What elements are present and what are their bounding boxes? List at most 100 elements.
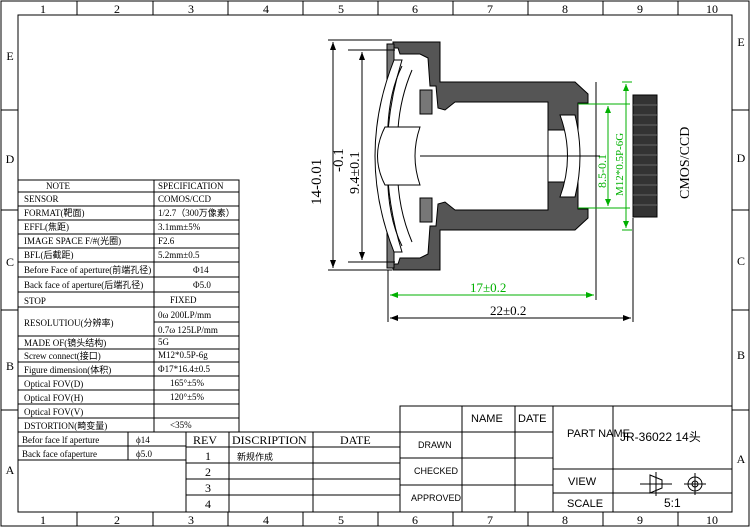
spacer-lower xyxy=(419,197,433,223)
row-label-left-E: E xyxy=(6,49,13,63)
sensor-label: CMOS/CCD xyxy=(678,127,693,199)
col-label-5: 5 xyxy=(338,2,344,16)
row-label-right-D: D xyxy=(737,151,746,165)
spec-header-spec: SPECIFICATION xyxy=(158,181,224,191)
date-header: DATE xyxy=(340,433,371,447)
aperture-note-0: Befor face lf aperture xyxy=(22,435,99,445)
spec-val-2: 3.1mm±5% xyxy=(158,222,201,232)
title-part-name-label: PART NAME xyxy=(567,428,630,440)
col-label-bottom-10: 10 xyxy=(706,513,718,527)
spec-val-12: 165°±5% xyxy=(170,378,205,388)
dim-thread: M12*0.5P-6G xyxy=(614,133,626,196)
spec-table xyxy=(17,179,240,433)
spec-header-note: NOTE xyxy=(46,181,70,191)
spec-note-12: Optical FOV(D) xyxy=(24,379,83,389)
dim-length-17: 17±0.2 xyxy=(470,280,506,295)
row-label-left-A: A xyxy=(6,463,15,477)
spec-note-7: STOP xyxy=(24,296,46,306)
row-label-left-D: D xyxy=(6,152,15,166)
projection-symbol-icon xyxy=(640,472,706,496)
spec-val-3: F2.6 xyxy=(158,236,175,246)
desc-header: DISCRIPTION xyxy=(232,433,307,447)
col-label-3: 3 xyxy=(188,2,194,16)
spec-note-11: Figure dimension(体积) xyxy=(24,364,111,375)
col-label-9: 9 xyxy=(637,2,643,16)
dim-front-dia: 9.4±0.1 xyxy=(348,151,363,194)
lens-barrel-lower xyxy=(392,181,589,271)
dim-total-height: 14-0.01 xyxy=(309,159,325,205)
rev-4: 4 xyxy=(205,497,211,511)
spec-note-5: Before Face of aperture(前端孔径) xyxy=(24,264,151,275)
title-checked: CHECKED xyxy=(414,466,459,476)
spec-val-5: Φ14 xyxy=(193,265,209,275)
row-label-right-B: B xyxy=(737,348,745,362)
spec-val-10: M12*0.5P-6g xyxy=(158,350,208,360)
spec-val-9: 5G xyxy=(158,337,170,347)
aperture-val-0: ϕ14 xyxy=(136,435,150,445)
title-date-header: DATE xyxy=(518,413,547,425)
rev-header: REV xyxy=(193,433,217,447)
spec-note-0: SENSOR xyxy=(24,194,59,204)
col-label-bottom-2: 2 xyxy=(114,513,120,527)
rev-3: 3 xyxy=(205,481,211,495)
col-label-bottom-9: 9 xyxy=(637,513,643,527)
spec-val-0: COMOS/CCD xyxy=(158,194,212,204)
spec-note-15: DSTORTION(畸变量) xyxy=(24,420,107,431)
spec-val-7: FIXED xyxy=(170,295,197,305)
rev-1: 1 xyxy=(205,449,211,463)
title-approved: APPROVED xyxy=(411,493,462,503)
dim-rear-dia: 8.5-0.1 xyxy=(595,154,609,188)
spec-val-6: Φ5.0 xyxy=(193,280,211,290)
front-lens-element xyxy=(374,59,403,253)
title-view-label: VIEW xyxy=(568,476,597,488)
dimensions xyxy=(328,39,634,322)
spec-note-14: Optical FOV(V) xyxy=(24,407,83,417)
rev-1-desc: 新规作成 xyxy=(237,451,273,462)
lens-section: CMOS/CCD xyxy=(374,41,693,271)
spec-note-6: Back face of aperture(后端孔径) xyxy=(24,279,143,290)
title-part-name: JR-36022 14头 xyxy=(620,430,701,444)
spec-note-4: BFL(后截距) xyxy=(24,249,74,260)
second-lens-element xyxy=(377,126,421,186)
spec-val-8: 0ω 200LP/mm xyxy=(158,310,211,320)
dim-length-22: 22±0.2 xyxy=(490,303,526,318)
lens-barrel-upper xyxy=(392,41,589,131)
spec-note-9: MADE OF(镜头结构) xyxy=(24,337,106,348)
row-label-left-B: B xyxy=(6,359,14,373)
col-label-bottom-3: 3 xyxy=(188,513,194,527)
col-label-7: 7 xyxy=(487,2,493,16)
col-label-6: 6 xyxy=(412,2,418,16)
col-label-bottom-7: 7 xyxy=(487,513,493,527)
col-label-2: 2 xyxy=(114,2,120,16)
title-drawn: DRAWN xyxy=(418,440,452,450)
spec-note-10: Screw connect(接口) xyxy=(24,350,101,361)
col-label-8: 8 xyxy=(562,2,568,16)
spec-val-13: 120°±5% xyxy=(170,392,205,402)
dim-minus: -0.1 xyxy=(331,148,347,172)
spec-note-2: EFFL(焦距) xyxy=(24,221,69,232)
col-label-bottom-5: 5 xyxy=(338,513,344,527)
col-label-10: 10 xyxy=(706,2,718,16)
title-scale-value: 5:1 xyxy=(664,496,681,510)
spec-note-1: FORMAT(靶面) xyxy=(24,207,85,218)
row-label-right-A: A xyxy=(737,452,746,466)
spec-note-3: IMAGE SPACE F/#(光圈) xyxy=(24,235,121,246)
row-label-right-C: C xyxy=(737,254,745,268)
rev-2: 2 xyxy=(205,465,211,479)
aperture-val-1: ϕ5.0 xyxy=(136,449,152,459)
row-label-left-C: C xyxy=(6,255,14,269)
col-label-bottom-1: 1 xyxy=(40,513,46,527)
spec-note-8: RESOLUTIOU(分辨率) xyxy=(24,317,114,328)
spec-note-13: Optical FOV(H) xyxy=(24,393,83,403)
spec-val-4: 5.2mm±0.5 xyxy=(158,250,200,260)
green-dimensions xyxy=(390,81,632,296)
spacer-upper xyxy=(419,89,433,115)
title-scale-label: SCALE xyxy=(567,498,603,510)
sensor-block xyxy=(632,94,658,218)
title-block xyxy=(399,405,733,513)
aperture-note-1: Back face ofaperture xyxy=(22,449,97,459)
col-label-bottom-6: 6 xyxy=(412,513,418,527)
spec-val-8b: 0.7ω 125LP/mm xyxy=(158,325,218,335)
